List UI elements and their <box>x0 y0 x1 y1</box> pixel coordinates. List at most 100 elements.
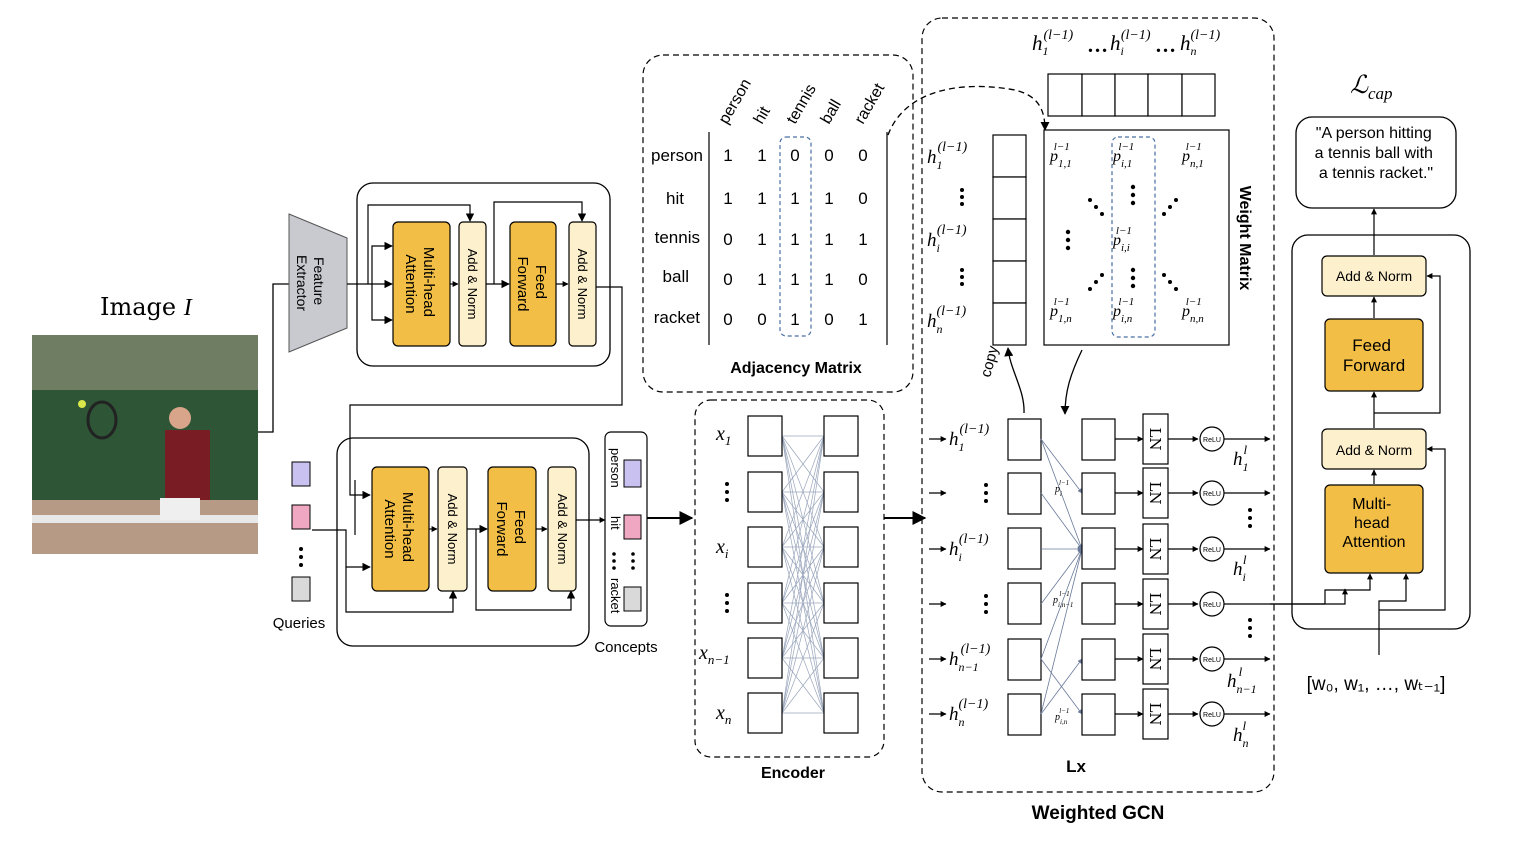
feature-extractor <box>288 213 348 353</box>
gcn-row-inputs: h1(l−1) hi(l−1) hn−1(l−1) hn(l−1) <box>949 422 991 729</box>
encoder-label: Encoder <box>761 765 825 782</box>
svg-text:pil−1: pil−1 <box>1054 479 1069 498</box>
svg-text:Add & Norm: Add & Norm <box>445 494 460 565</box>
gcn-weighted-edges <box>1040 438 1084 715</box>
query-ellipsis <box>299 547 303 567</box>
svg-text:0: 0 <box>790 146 799 165</box>
gcn-output-dots <box>1248 508 1252 638</box>
svg-text:1: 1 <box>824 270 833 289</box>
encoder-inputs: x1 xi xn−1 xn <box>698 423 731 727</box>
svg-text:1: 1 <box>723 146 732 165</box>
gcn-left-h: h1(l−1) hi(l−1) hn(l−1) <box>927 140 967 336</box>
svg-text:Feature Extractor: Feature Extractor <box>294 255 327 311</box>
feature-extractor-line2: Extractor <box>294 255 310 311</box>
svg-text:"A person hitting a tennis: "A person hitting a tennis ball with a t… <box>1315 125 1438 182</box>
svg-text:1: 1 <box>790 270 799 289</box>
svg-text:1: 1 <box>757 146 766 165</box>
caption-line-2: a tennis ball with <box>1315 145 1433 162</box>
svg-text:hi(l−1): hi(l−1) <box>949 532 989 564</box>
svg-text:1: 1 <box>723 189 732 208</box>
svg-text:hn(l−1): hn(l−1) <box>949 697 988 729</box>
weight-matrix-dots <box>1065 184 1178 291</box>
svg-text:Multi-head Attention: Multi-head Attention <box>402 247 437 321</box>
concepts-label: Concepts <box>594 639 657 656</box>
svg-text:h1l: h1l <box>1233 442 1249 474</box>
svg-text:0: 0 <box>824 310 833 329</box>
svg-text:hn−1l: hn−1l <box>1227 664 1257 696</box>
loss-label: ℒcap <box>1350 72 1393 103</box>
svg-text:Add & Norm: Add & Norm <box>555 494 570 565</box>
svg-text:0: 0 <box>858 270 867 289</box>
svg-text:Multi-head Attention: Multi-head Attention <box>381 492 416 566</box>
gcn-left-vector <box>992 134 1027 346</box>
svg-text:ReLU: ReLU <box>1203 657 1221 664</box>
adjacency-title: Adjacency Matrix <box>730 360 862 377</box>
svg-text:LN: LN <box>1146 702 1164 725</box>
gcn-to-ln-arrows <box>1115 436 1144 717</box>
encoder-dots <box>725 482 729 613</box>
concept-add-norm-2 <box>547 466 577 592</box>
svg-text:hn−1(l−1): hn−1(l−1) <box>949 642 991 674</box>
concept-hit: hit <box>608 516 623 530</box>
tennis-photo <box>32 335 258 554</box>
svg-text:racket: racket <box>654 308 701 327</box>
adjacency-tennis-highlight <box>779 136 812 337</box>
svg-text:h1(l−1): h1(l−1) <box>1032 28 1073 58</box>
svg-text:hn(l−1): hn(l−1) <box>927 304 966 336</box>
copy-arrow <box>1004 347 1025 414</box>
svg-text:x1: x1 <box>715 423 731 448</box>
visual-encoder-frame <box>356 182 611 367</box>
gcn-layers-label: Lx <box>1066 757 1086 776</box>
gcn-row-dots <box>984 483 988 614</box>
svg-text:0: 0 <box>858 146 867 165</box>
svg-text:hi(l−1): hi(l−1) <box>927 223 967 255</box>
svg-text:0: 0 <box>858 189 867 208</box>
adjacency-row-labels: person hit tennis ball racket <box>651 146 703 327</box>
gcn-row-outputs: h1l hil hn−1l hnl <box>1227 442 1257 750</box>
svg-text:hit: hit <box>666 189 684 208</box>
svg-text:tennis: tennis <box>784 82 820 127</box>
svg-text:xi: xi <box>715 536 729 561</box>
gcn-output-nodes <box>1081 418 1116 736</box>
svg-text:1: 1 <box>858 310 867 329</box>
svg-text:hnl: hnl <box>1233 718 1249 750</box>
concept-person: person <box>608 448 623 488</box>
svg-text:hn(l−1): hn(l−1) <box>1180 28 1220 58</box>
concept-token-1 <box>623 459 642 488</box>
svg-text:1: 1 <box>757 230 766 249</box>
svg-text:ball: ball <box>818 97 845 127</box>
svg-text:pn,nl−1: pn,nl−1 <box>1181 296 1204 325</box>
svg-text:h1(l−1): h1(l−1) <box>927 140 967 172</box>
svg-text:person: person <box>651 146 703 165</box>
gcn-left-dots <box>960 188 964 286</box>
svg-text:LN: LN <box>1146 481 1164 504</box>
decoder-add-norm-bottom <box>1321 428 1427 470</box>
caption-line-1: "A person hitting <box>1316 125 1432 142</box>
caption-box <box>1295 116 1457 209</box>
svg-text:0: 0 <box>757 310 766 329</box>
svg-text:p1,1l−1: p1,1l−1 <box>1049 141 1072 170</box>
svg-text:1: 1 <box>790 310 799 329</box>
decoder-multihead-attention <box>1324 484 1424 574</box>
svg-text:0: 0 <box>723 230 732 249</box>
svg-text:LN: LN <box>1146 537 1164 560</box>
svg-text:ReLU: ReLU <box>1203 712 1221 719</box>
feature-extractor-line1: Feature <box>311 257 327 305</box>
adjacency-panel <box>642 54 914 393</box>
gcn-top-vector <box>1047 73 1216 117</box>
adjacency-brackets <box>708 132 888 345</box>
svg-text:Add & Norm: Add & Norm <box>465 249 480 320</box>
svg-text:…: … <box>1087 33 1108 57</box>
svg-text:ReLU: ReLU <box>1203 547 1221 554</box>
decoder-frame <box>1291 234 1471 630</box>
svg-text:LN: LN <box>1146 427 1164 450</box>
svg-text:Add & Norm: Add & Norm <box>575 249 590 320</box>
concept-token-2 <box>623 514 642 540</box>
gcn-edge-weights: pil−1 pi,n−1l−1 pi,nl−1 <box>1052 479 1073 726</box>
concepts-frame <box>604 431 648 627</box>
decoder-words: [w₀, w₁, …, wₜ₋₁] <box>1307 674 1446 695</box>
adjacency-to-weight-arrow <box>887 85 1050 136</box>
